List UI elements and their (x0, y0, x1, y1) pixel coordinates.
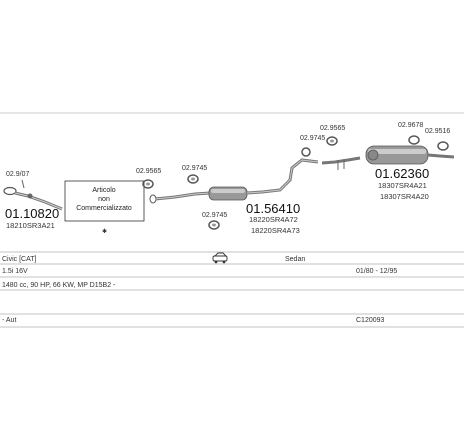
center-muffler-oem1: 18220SR4A72 (249, 215, 298, 224)
model-text: Civic [CAT] (2, 256, 37, 263)
body-type-text: Sedan (285, 256, 305, 263)
gearbox-text: - Aut (2, 317, 16, 324)
vehicle-info-table: Civic [CAT] Sedan 1.5i 16V 01/80 - 12/95… (0, 251, 464, 328)
front-pipe-oem: 18210SR3A21 (6, 221, 55, 230)
engine-text: 1.5i 16V (2, 268, 28, 275)
rear-muffler-oem1: 18307SR4A21 (378, 181, 427, 190)
not-sold-note: Articolo non Commercializzato (64, 180, 145, 222)
rear-clip-c-code: 02.9516 (425, 128, 450, 135)
center-muffler-part-number: 01.56410 (246, 201, 300, 216)
rear-muffler: 02.9565 02.9678 02.9516 01.62360 18307SR… (320, 122, 455, 201)
clip-b-code: 02.9745 (182, 165, 207, 172)
center-muffler-oem2: 18220SR4A73 (251, 226, 300, 235)
intermediate-pipe: 02.9745 02.9745 (149, 165, 227, 230)
rear-clip-a-code: 02.9565 (320, 125, 345, 132)
note-line3: Commercializzato (76, 205, 132, 212)
specs-text: 1480 cc, 90 HP, 66 KW, MP D15B2 - (2, 282, 116, 289)
clip-a-code: 02.9565 (136, 168, 161, 175)
date-range-text: 01/80 - 12/95 (356, 268, 397, 275)
center-muffler-clip-code: 02.9745 (300, 135, 325, 142)
car-icon (212, 252, 228, 264)
center-muffler: 01.56410 18220SR4A72 18220SR4A73 02.9745 (208, 135, 325, 235)
rear-muffler-oem2: 18307SR4A20 (380, 192, 429, 201)
clip-c-code: 02.9745 (202, 212, 227, 219)
clip-a: 02.9565 (136, 168, 161, 189)
note-line1: Articolo (92, 187, 115, 194)
front-pipe: 02.9/07 01.10820 18210SR3A21 (3, 171, 63, 230)
front-pipe-clip-code: 02.9/07 (6, 171, 29, 178)
star-icon: ✱ (102, 228, 107, 235)
rear-clip-b-code: 02.9678 (398, 122, 423, 129)
front-pipe-part-number: 01.10820 (5, 206, 59, 221)
catalog-code-text: C120093 (356, 317, 385, 324)
rear-muffler-part-number: 01.62360 (375, 166, 429, 181)
note-line2: non (98, 196, 110, 203)
